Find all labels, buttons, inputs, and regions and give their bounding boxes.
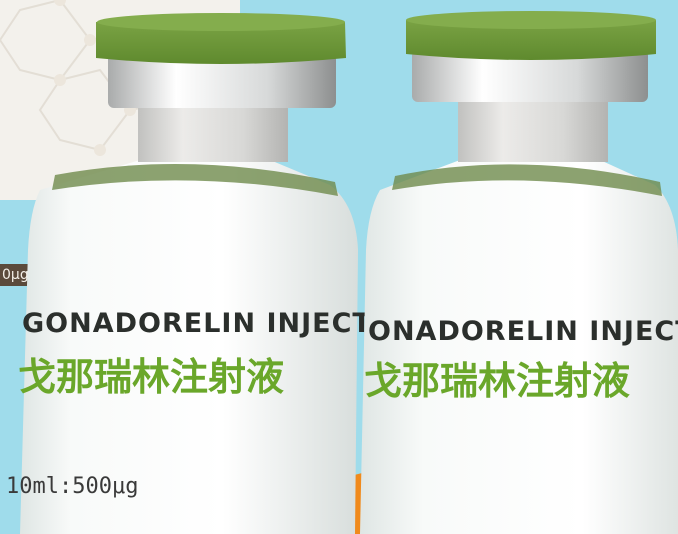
vial-right-graphic bbox=[360, 11, 678, 534]
vial-right-name-en: ONADORELIN INJECT bbox=[368, 316, 678, 347]
vial-left-name-en: GONADORELIN INJECTIO bbox=[22, 308, 367, 339]
vial-left-graphic bbox=[20, 13, 358, 534]
vial-left: GONADORELIN INJECTIO 戈那瑞林注射液 10ml:500μg bbox=[6, 13, 367, 534]
vial-right: ONADORELIN INJECT 戈那瑞林注射液 bbox=[340, 0, 678, 534]
side-tag: 0μg bbox=[0, 264, 34, 286]
vial-left-spec: 10ml:500μg bbox=[6, 474, 139, 499]
vial-left-name-cn: 戈那瑞林注射液 bbox=[18, 355, 285, 399]
vial-right-name-cn: 戈那瑞林注射液 bbox=[364, 359, 631, 403]
